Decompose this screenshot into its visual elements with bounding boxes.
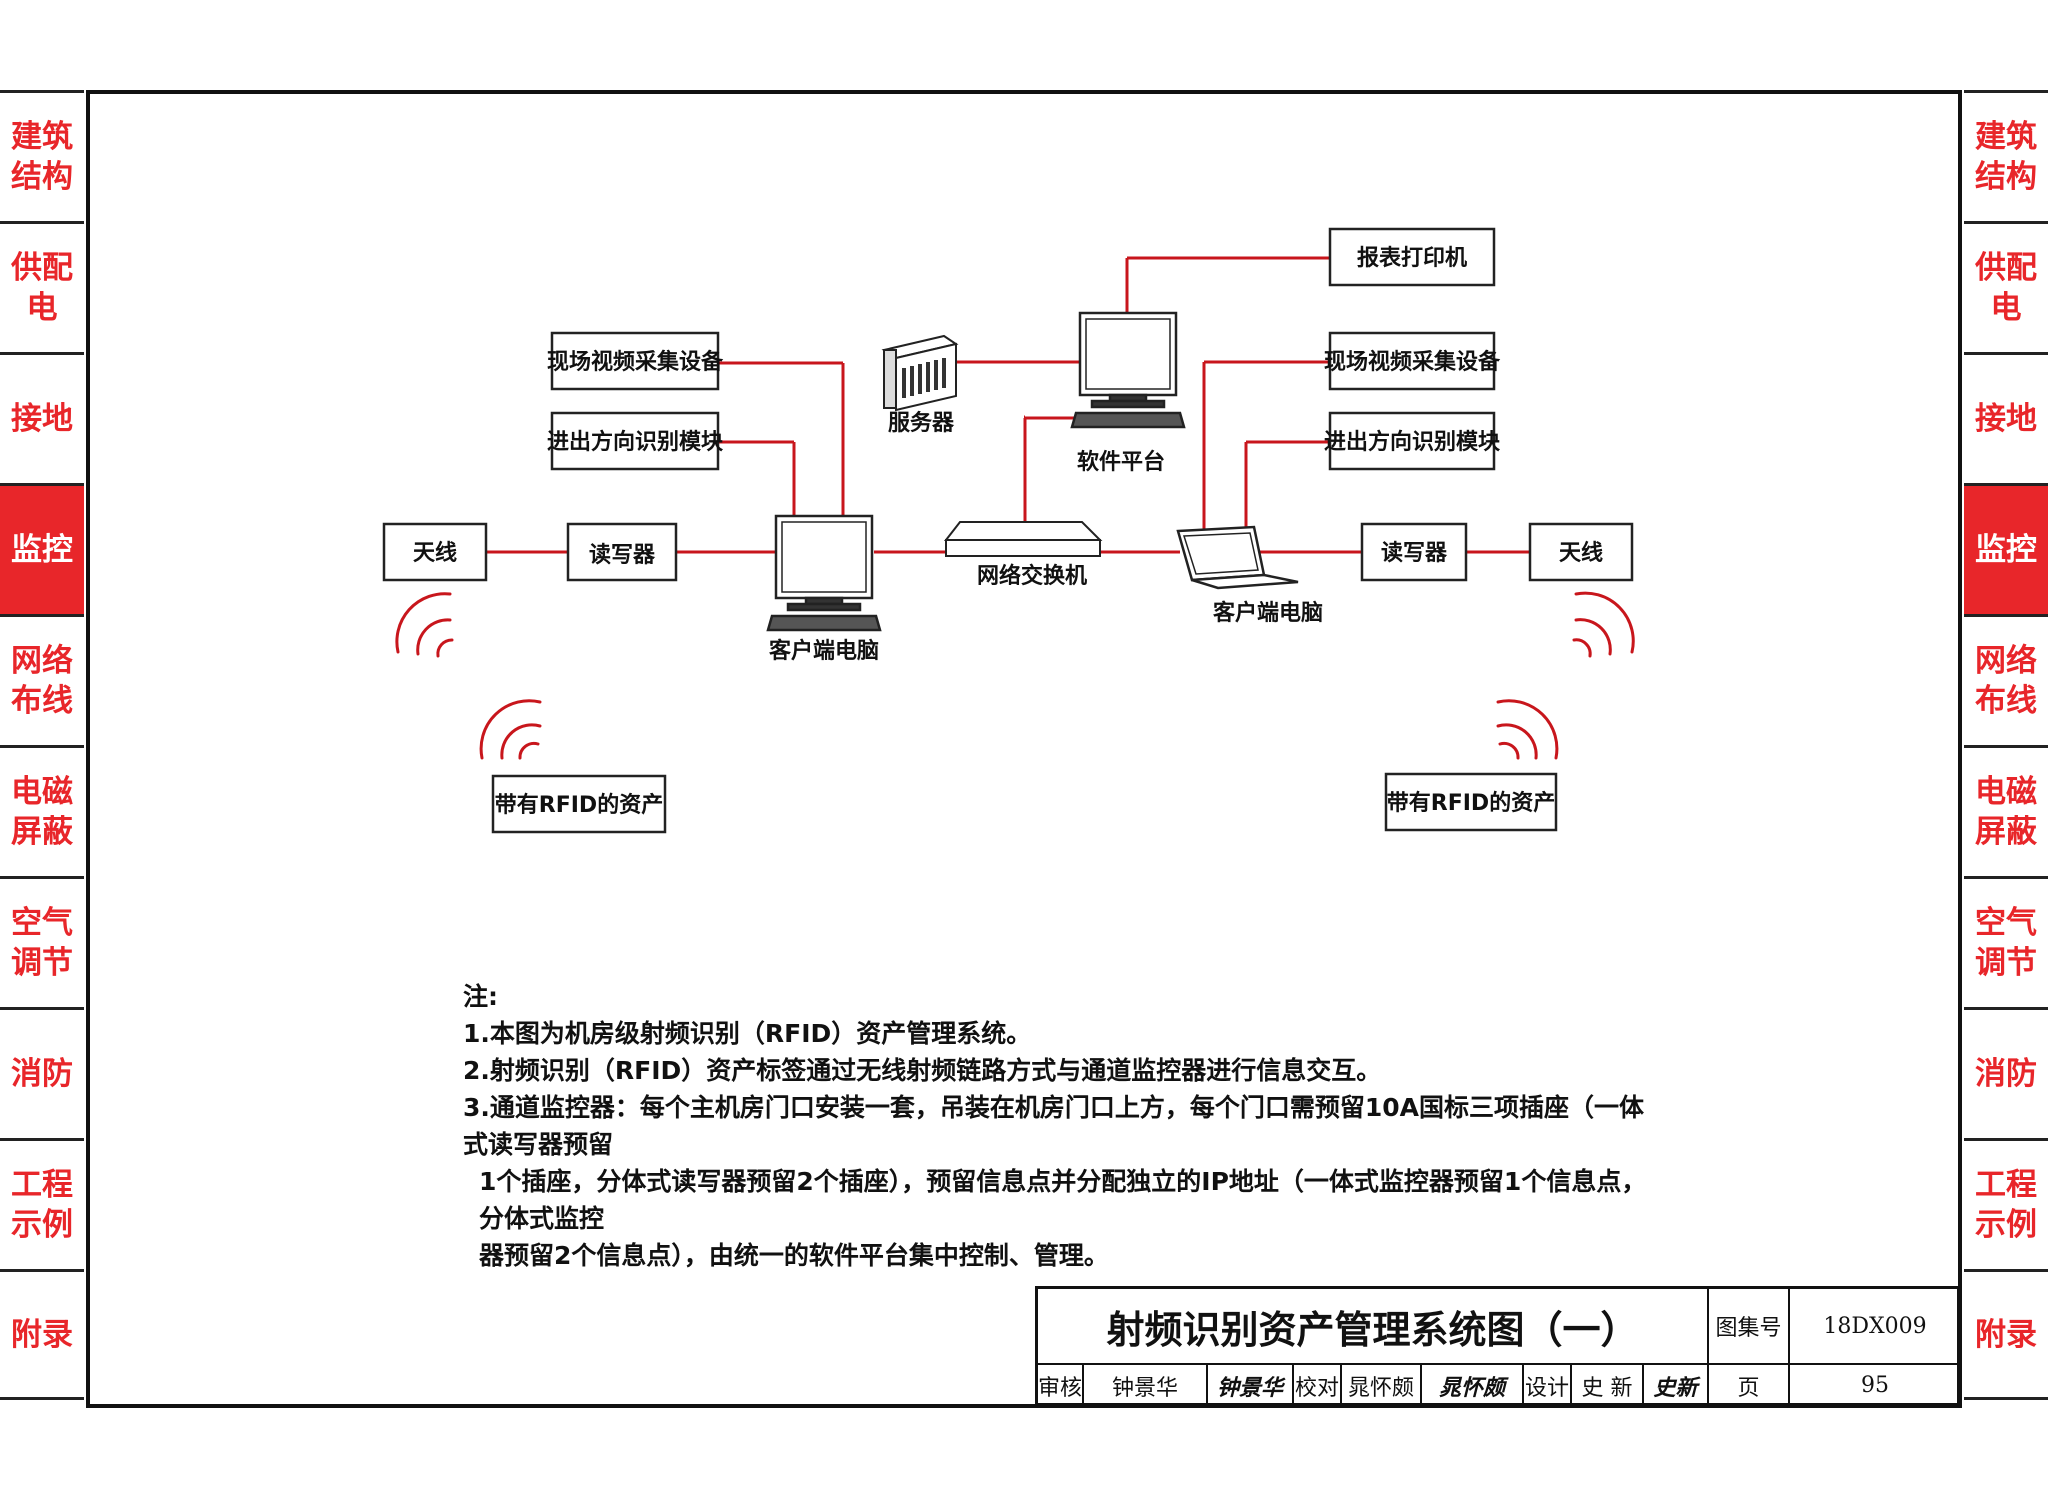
tab-monitoring[interactable]: 监控	[0, 483, 84, 614]
design-label: 设计	[1524, 1365, 1572, 1406]
page-number: 95	[1861, 1373, 1889, 1398]
direction-module-label-left: 进出方向识别模块	[547, 429, 724, 455]
tab-air-conditioning[interactable]: 空气调节	[0, 876, 84, 1007]
tab-project-examples[interactable]: 工程示例	[1964, 1138, 2048, 1269]
reviewer-signature: 钟景华	[1208, 1365, 1294, 1406]
client-computer-label-right: 客户端电脑	[1213, 600, 1323, 626]
tab-power-supply[interactable]: 供配电	[1964, 221, 2048, 352]
tab-appendix[interactable]: 附录	[1964, 1269, 2048, 1400]
rfid-asset-box-left	[491, 774, 667, 834]
left-section-tabs: 建筑结构 供配电 接地 监控 网络布线 电磁屏蔽 空气调节 消防 工程示例 附录	[0, 90, 84, 1400]
wireless-signal-icon-antenna-left	[395, 592, 454, 658]
tab-network-cabling[interactable]: 网络布线	[1964, 614, 2048, 745]
atlas-number-label: 图集号	[1709, 1289, 1790, 1365]
note-line-3: 3.通道监控器：每个主机房门口安装一套，吊装在机房门口上方，每个门口需预留10A…	[463, 1093, 1645, 1159]
wireless-signal-icon-antenna-right	[1572, 591, 1635, 658]
designer-name: 史 新	[1572, 1365, 1644, 1406]
drawing-frame	[86, 90, 1962, 1408]
tab-em-shielding[interactable]: 电磁屏蔽	[0, 745, 84, 876]
note-line-1: 1.本图为机房级射频识别（RFID）资产管理系统。	[463, 1019, 1032, 1048]
direction-module-box-right	[1328, 411, 1496, 471]
device-boxes	[382, 227, 1634, 834]
right-section-tabs: 建筑结构 供配电 接地 监控 网络布线 电磁屏蔽 空气调节 消防 工程示例 附录	[1964, 90, 2048, 1400]
drawing-title: 射频识别资产管理系统图（一）	[1038, 1289, 1709, 1365]
video-capture-label-left: 现场视频采集设备	[547, 349, 724, 375]
designer-signature: 史新	[1644, 1365, 1709, 1406]
direction-module-label-right: 进出方向识别模块	[1324, 429, 1501, 455]
checker-name: 晁怀颇	[1342, 1365, 1422, 1406]
atlas-number: 18DX009	[1790, 1289, 1960, 1365]
client-computer-label-left: 客户端电脑	[769, 638, 879, 664]
antenna-label-left: 天线	[413, 540, 457, 566]
server-icon	[881, 334, 959, 412]
antenna-box-left	[382, 522, 488, 582]
tab-em-shielding[interactable]: 电磁屏蔽	[1964, 745, 2048, 876]
software-platform-label: 软件平台	[1077, 449, 1165, 475]
network-switch-icon	[943, 521, 1103, 557]
tab-fire-protection[interactable]: 消防	[0, 1007, 84, 1138]
tab-fire-protection[interactable]: 消防	[1964, 1007, 2048, 1138]
tab-grounding[interactable]: 接地	[0, 352, 84, 483]
direction-module-box-left	[550, 411, 720, 471]
client-laptop-icon-right	[1176, 525, 1299, 590]
antenna-label-right: 天线	[1559, 540, 1603, 566]
note-line-2: 2.射频识别（RFID）资产标签通过无线射频链路方式与通道监控器进行信息交互。	[463, 1056, 1382, 1085]
report-printer-label: 报表打印机	[1357, 246, 1467, 271]
tab-building-structure[interactable]: 建筑结构	[1964, 90, 2048, 221]
checker-signature: 晁怀颇	[1422, 1365, 1524, 1406]
reviewer-name: 钟景华	[1084, 1365, 1208, 1406]
tab-monitoring[interactable]: 监控	[1964, 483, 2048, 614]
video-capture-box-right	[1328, 331, 1496, 391]
tab-network-cabling[interactable]: 网络布线	[0, 614, 84, 745]
note-line-4: 1个插座，分体式读写器预留2个插座），预留信息点并分配独立的IP地址（一体式监控…	[479, 1167, 1647, 1233]
wireless-signal-icon-asset-left	[479, 699, 542, 760]
wireless-signal-icon-asset-right	[1496, 699, 1559, 760]
page-label: 页	[1709, 1365, 1790, 1406]
notes-heading: 注:	[463, 982, 498, 1011]
reader-box-left	[566, 522, 678, 582]
review-label: 审核	[1038, 1365, 1084, 1406]
antenna-box-right	[1528, 522, 1634, 582]
rfid-asset-box-right	[1384, 772, 1558, 832]
note-line-5: 器预留2个信息点），由统一的软件平台集中控制、管理。	[479, 1241, 1109, 1270]
reader-label-left: 读写器	[589, 543, 656, 568]
report-printer-box	[1328, 227, 1496, 287]
reader-label-right: 读写器	[1381, 541, 1448, 566]
software-platform-computer-icon	[1070, 311, 1186, 429]
tab-grounding[interactable]: 接地	[1964, 352, 2048, 483]
video-capture-box-left	[550, 331, 720, 391]
connection-lines	[486, 256, 1530, 554]
tab-project-examples[interactable]: 工程示例	[0, 1138, 84, 1269]
client-computer-icon-left	[766, 514, 882, 632]
video-capture-label-right: 现场视频采集设备	[1324, 349, 1501, 375]
tab-appendix[interactable]: 附录	[0, 1269, 84, 1400]
check-label: 校对	[1294, 1365, 1342, 1406]
title-block: 射频识别资产管理系统图（一） 图集号 18DX009 审核 钟景华 钟景华 校对…	[1035, 1286, 1960, 1406]
server-label: 服务器	[888, 411, 955, 436]
tab-building-structure[interactable]: 建筑结构	[0, 90, 84, 221]
notes-section: 注: 1.本图为机房级射频识别（RFID）资产管理系统。 2.射频识别（RFID…	[463, 978, 1663, 1274]
network-switch-label: 网络交换机	[977, 563, 1087, 589]
tab-power-supply[interactable]: 供配电	[0, 221, 84, 352]
reader-box-right	[1360, 522, 1468, 582]
rfid-asset-label-right: 带有RFID的资产	[1387, 790, 1555, 816]
tab-air-conditioning[interactable]: 空气调节	[1964, 876, 2048, 1007]
rfid-asset-label-left: 带有RFID的资产	[495, 792, 663, 818]
